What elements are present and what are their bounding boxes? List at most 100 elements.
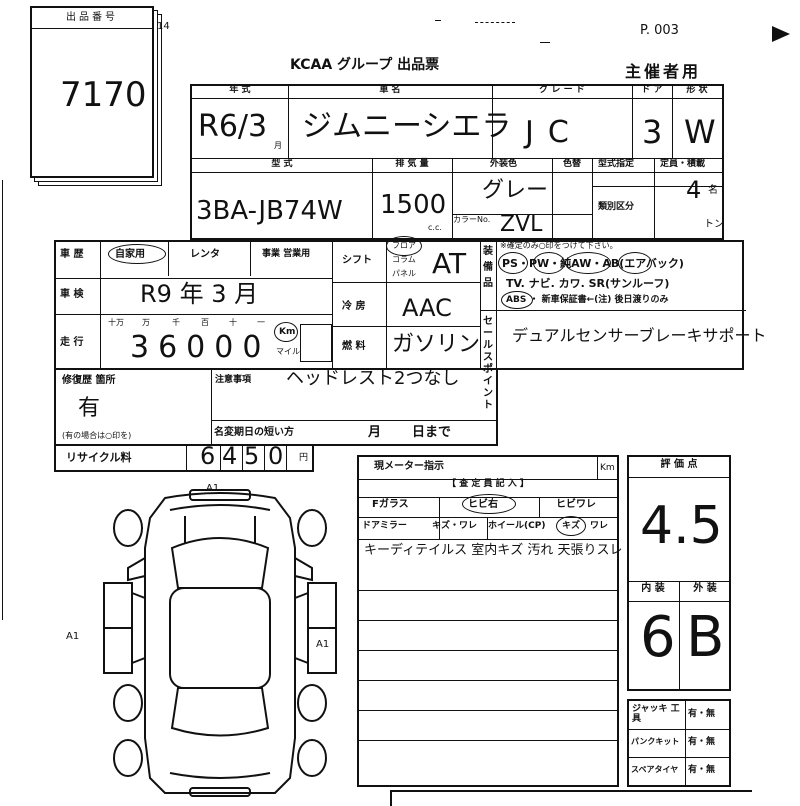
mile-unit: マイル xyxy=(276,347,300,356)
comment-line xyxy=(359,650,617,651)
damage-mark-top: A1 xyxy=(206,483,220,494)
pw-circle xyxy=(533,252,565,274)
glass-crack: ヒビワレ xyxy=(556,499,596,510)
ab-circle xyxy=(618,252,652,274)
shift-value: AT xyxy=(432,247,467,280)
label-inspector: 【 査 定 員 記 入 】 xyxy=(447,479,529,489)
car-name-value: ジムニーシエラ xyxy=(302,109,512,144)
label-shift: シフト xyxy=(342,255,372,266)
transfer-day: 日まで xyxy=(412,425,452,440)
form-title: KCAA グループ 出品票 xyxy=(290,57,440,73)
abs-circle xyxy=(501,291,533,309)
label-car-name: 車 名 xyxy=(379,85,401,95)
color-value: グレー xyxy=(482,178,549,203)
equipment-note: ※確定のみ○印をつけて下さい。 xyxy=(500,241,618,250)
recycle-fee-box xyxy=(54,444,314,472)
month-unit: 月 xyxy=(274,141,282,150)
wheel-scratch-circle xyxy=(556,516,586,536)
jack-value: 有・無 xyxy=(688,709,716,719)
scan-mark xyxy=(475,22,515,23)
ps-circle xyxy=(498,252,528,274)
ton-unit: トン xyxy=(704,219,724,230)
comment-line xyxy=(359,620,617,621)
scan-mark xyxy=(540,42,550,43)
label-model: 型 式 xyxy=(271,159,293,169)
aw-circle xyxy=(565,252,611,274)
mileage-unit-100k: 十万 xyxy=(108,318,124,327)
cc-unit: c.c. xyxy=(428,223,442,232)
mileage-checkbox xyxy=(300,324,332,362)
displacement-value: 1500 xyxy=(380,190,447,220)
private-use-circle xyxy=(108,244,166,264)
label-meter: 現メーター指示 xyxy=(374,461,444,472)
shape-value: W xyxy=(684,113,716,151)
color-number-label: カラーNo. xyxy=(453,215,491,224)
glass-chip-circle xyxy=(462,494,516,514)
label-model-spec: 型式指定 xyxy=(598,159,635,169)
door-value: 3 xyxy=(642,113,663,151)
mileage-unit-1: 一 xyxy=(257,318,265,327)
lot-number-box: 出品番号 7170 xyxy=(30,6,154,178)
recycle-digit-4: 0 xyxy=(268,442,284,470)
person-unit: 名 xyxy=(708,185,718,196)
label-jack: ジャッキ 工 具 xyxy=(632,704,680,724)
repair-note: (有の場合は○印を) xyxy=(62,431,132,440)
shift-column: コラム xyxy=(392,255,416,264)
damage-mark-right: A1 xyxy=(316,639,330,650)
vehicle-info-table xyxy=(190,84,724,240)
interior-score: 6 xyxy=(640,605,676,670)
equipment-line-3: ABS ・ 新車保証書←(注) 後日渡りのみ xyxy=(506,295,669,305)
km-circle xyxy=(274,322,298,342)
scan-edge xyxy=(2,180,3,620)
mileage-unit-10k: 万 xyxy=(142,318,150,327)
label-spare-tire: スペアタイヤ xyxy=(631,765,679,774)
capacity-value: 4 xyxy=(686,176,702,204)
shift-panel: パネル xyxy=(392,269,416,278)
mileage-value: 36000 xyxy=(130,330,271,365)
label-displacement: 排 気 量 xyxy=(395,159,429,169)
door-mirror-value: キズ・ワレ xyxy=(432,521,478,531)
label-mileage: 走 行 xyxy=(60,337,84,348)
repair-value: 有 xyxy=(78,396,101,421)
comment-line xyxy=(359,740,617,741)
label-equipment: 装備品 xyxy=(483,246,493,289)
label-inspection: 車 検 xyxy=(60,289,84,300)
label-recycle-fee: リサイクル料 xyxy=(66,451,132,464)
evaluation-score: 4.5 xyxy=(640,496,723,556)
label-exterior: 外 装 xyxy=(693,583,717,594)
grade-value: JC xyxy=(525,115,583,150)
car-damage-diagram xyxy=(103,489,337,797)
shift-floor-circle xyxy=(386,236,422,256)
label-year: 年 式 xyxy=(229,85,251,95)
label-door: ド ア xyxy=(641,85,663,95)
ac-value: AAC xyxy=(402,294,452,322)
label-evaluation: 評 価 点 xyxy=(660,459,698,470)
scan-mark xyxy=(435,20,441,21)
color-number-value: ZVL xyxy=(500,212,543,237)
recycle-digit-3: 5 xyxy=(244,442,260,470)
sales-point-value: デュアルセンサーブレーキサポート xyxy=(512,326,767,345)
rental: レンタ xyxy=(190,249,220,260)
spare-tire-value: 有・無 xyxy=(688,765,716,775)
transfer-month: 月 xyxy=(368,425,382,440)
comment-line xyxy=(359,710,617,711)
equipment-line-2: TV. ナビ. カワ. SR(サンルーフ) xyxy=(506,277,670,290)
label-door-mirror: ドアミラー xyxy=(362,521,407,531)
label-exterior-color: 外装色 xyxy=(490,159,518,169)
label-name-transfer: 名変期日の短い方 xyxy=(214,427,294,438)
business: 事業 営業用 xyxy=(262,249,311,259)
label-repair: 修復歴 箇所 xyxy=(62,375,116,386)
damage-mark-left: A1 xyxy=(66,631,80,642)
lot-number-value: 7170 xyxy=(60,75,147,115)
label-puncture-kit: パンクキット xyxy=(631,737,680,746)
bottom-strip xyxy=(390,790,752,806)
exterior-score: B xyxy=(686,605,725,670)
label-front-glass: Fガラス xyxy=(372,499,409,510)
label-wheel: ホイール(CP) xyxy=(488,521,546,531)
tools-box xyxy=(627,699,731,787)
fuel-value: ガソリン xyxy=(392,332,481,357)
label-shape: 形 状 xyxy=(686,85,708,95)
recycle-digit-2: 4 xyxy=(222,442,238,470)
recycle-digit-1: 6 xyxy=(200,442,216,470)
meter-km: Km xyxy=(600,463,615,473)
